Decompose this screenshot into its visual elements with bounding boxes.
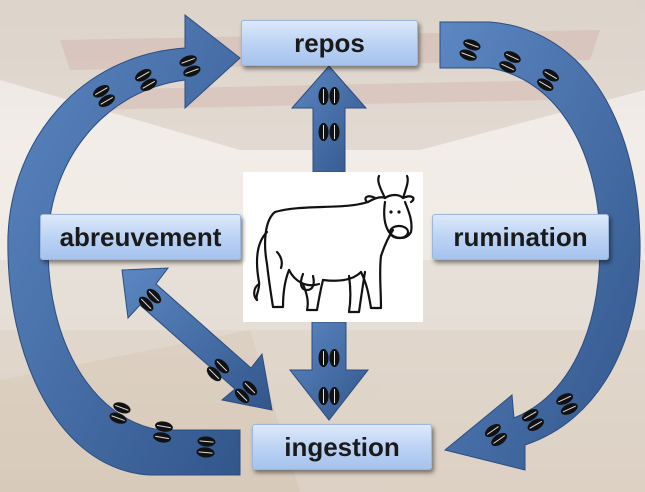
arrow-center-to-repos bbox=[290, 65, 368, 173]
node-ingestion: ingestion bbox=[252, 424, 432, 470]
cow-icon bbox=[253, 174, 415, 314]
node-abreuvement: abreuvement bbox=[40, 214, 241, 260]
node-repos-label: repos bbox=[294, 27, 365, 58]
node-rumination: rumination bbox=[432, 214, 609, 260]
node-repos: repos bbox=[241, 20, 418, 66]
arrow-center-to-ingestion bbox=[288, 321, 370, 421]
arrow-abreuvement-ingestion bbox=[121, 267, 273, 411]
arrow-repos-to-ingestion bbox=[439, 21, 641, 471]
node-rumination-label: rumination bbox=[453, 221, 588, 252]
cow-panel bbox=[243, 172, 423, 322]
node-abreuvement-label: abreuvement bbox=[59, 221, 222, 252]
arrow-ingestion-to-repos bbox=[7, 13, 241, 476]
node-ingestion-label: ingestion bbox=[284, 431, 400, 462]
